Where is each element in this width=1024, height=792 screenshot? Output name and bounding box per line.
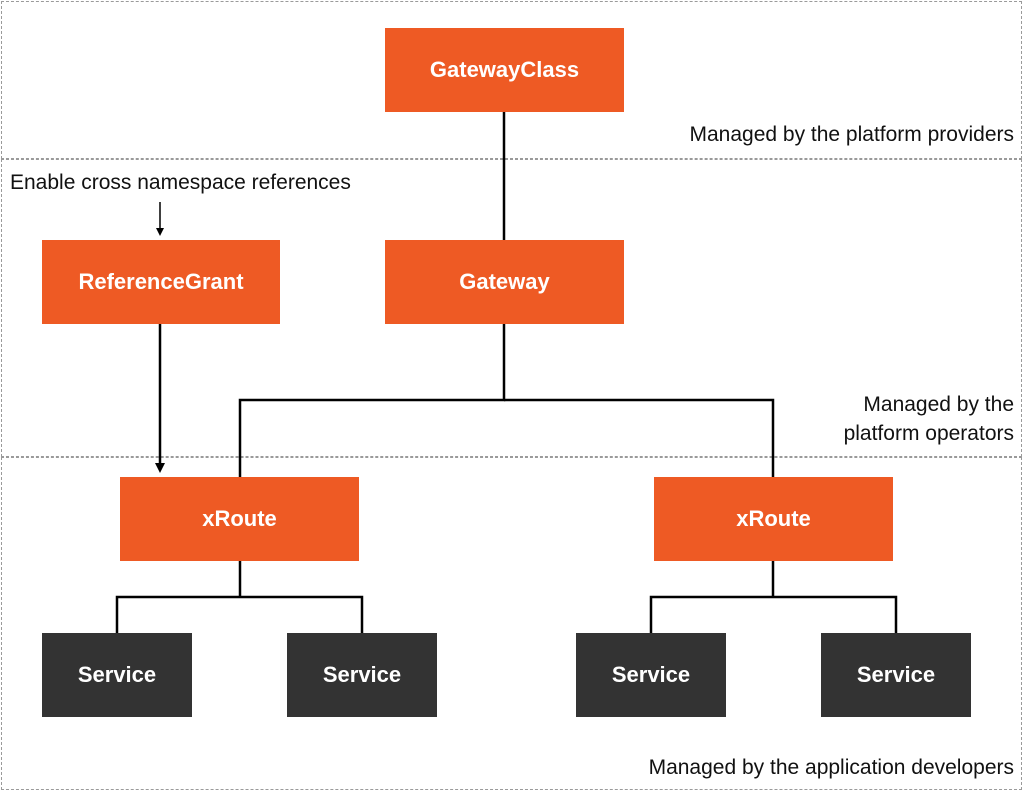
xroute-left-node: xRoute bbox=[120, 477, 359, 561]
annotation-cross-namespace: Enable cross namespace references bbox=[10, 171, 351, 194]
service-node-2: Service bbox=[287, 633, 437, 717]
edge-right-service-bus bbox=[649, 595, 898, 633]
referencegrant-node: ReferenceGrant bbox=[42, 240, 280, 324]
service-node-4: Service bbox=[821, 633, 971, 717]
zone-label-operators-line1: Managed by the bbox=[863, 393, 1014, 416]
service-node-3: Service bbox=[576, 633, 726, 717]
edge-left-service-bus bbox=[115, 595, 364, 633]
zone-application-developers bbox=[1, 457, 1022, 790]
xroute-right-node: xRoute bbox=[654, 477, 893, 561]
edge-gateway-xroutes bbox=[238, 323, 506, 477]
gatewayclass-node: GatewayClass bbox=[385, 28, 624, 112]
gateway-node: Gateway bbox=[385, 240, 624, 324]
edge-gateway-xroute-right bbox=[504, 398, 775, 477]
zone-label-providers: Managed by the platform providers bbox=[689, 123, 1014, 146]
zone-platform-providers bbox=[1, 1, 1022, 159]
zone-label-operators-line2: platform operators bbox=[843, 422, 1014, 445]
zone-platform-operators bbox=[1, 159, 1022, 457]
zone-label-developers: Managed by the application developers bbox=[648, 756, 1014, 779]
service-node-1: Service bbox=[42, 633, 192, 717]
